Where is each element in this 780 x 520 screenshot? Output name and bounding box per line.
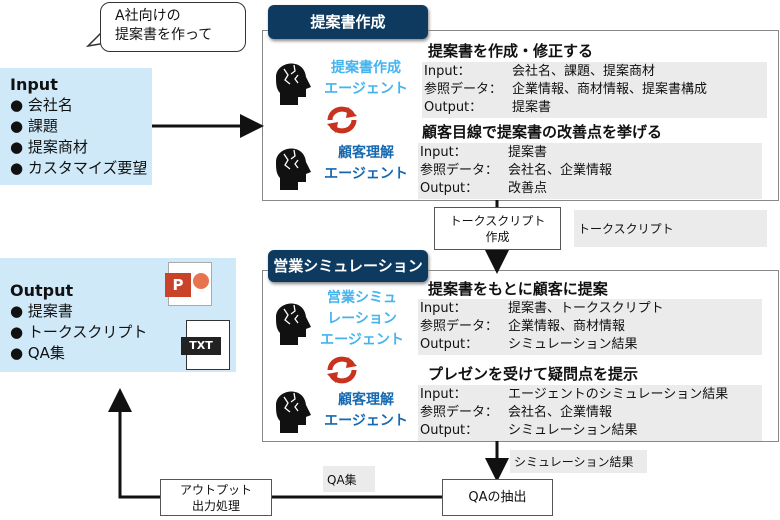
- head-ai-icon: [276, 63, 311, 105]
- task-details: Input：提案書、トークスクリプト 参照データ：企業情報、商材情報 Outpu…: [418, 299, 762, 355]
- sync-icon: [327, 356, 357, 384]
- output-item: ● 提案書: [10, 302, 73, 320]
- txt-file-icon: TXT: [181, 320, 230, 370]
- input-item: ● 提案商材: [10, 138, 88, 156]
- output-processing: アウトプット出力処理: [160, 479, 272, 516]
- section-title: 営業シミュレーション: [268, 250, 428, 282]
- input-item: ● カスタマイズ要望: [10, 159, 148, 177]
- task-heading: 顧客目線で提案書の改善点を挙げる: [422, 123, 663, 141]
- qa-label: QA集: [323, 466, 375, 492]
- talk-script-process: トークスクリプト作成: [434, 207, 561, 250]
- task-details: Input：会社名、課題、提案商材 参照データ：企業情報、商材情報、提案書構成 …: [422, 62, 767, 118]
- input-panel: Input ● 会社名 ● 課題 ● 提案商材 ● カスタマイズ要望: [0, 68, 152, 185]
- input-item: ● 会社名: [10, 96, 73, 114]
- qa-extraction-process: QAの抽出: [442, 479, 553, 516]
- head-ai-icon: [276, 148, 311, 190]
- task-heading: プレゼンを受けて疑問点を提示: [428, 365, 639, 383]
- output-item: ● QA集: [10, 344, 65, 362]
- sales-sim-agent-label: 営業シミュレーションエージェント: [320, 290, 404, 348]
- head-ai-icon: [276, 303, 311, 345]
- output-item: ● トークスクリプト: [10, 323, 148, 341]
- head-ai-icon: [276, 391, 311, 433]
- simulation-result-label: シミュレーション結果: [510, 450, 647, 473]
- section-title: 提案書作成: [268, 5, 428, 39]
- proposal-agent-label: 提案書作成エージェント: [324, 60, 408, 97]
- output-arrow: [108, 388, 160, 499]
- task-heading: 提案書をもとに顧客に提案: [428, 280, 608, 298]
- sync-icon: [327, 106, 357, 134]
- input-item: ● 課題: [10, 117, 58, 135]
- talk-script-label: トークスクリプト: [574, 210, 767, 247]
- task-details: Input：提案書 参照データ：会社名、企業情報 Output：改善点: [418, 143, 762, 199]
- powerpoint-icon: P: [165, 262, 212, 306]
- request-bubble: A社向けの提案書を作って: [100, 2, 246, 52]
- task-details: Input：エージェントのシミュレーション結果 参照データ：会社名、企業情報 O…: [418, 385, 762, 441]
- customer-agent-label: 顧客理解顧客理解エージェント: [324, 145, 408, 182]
- customer-agent-label: 顧客理解エージェント: [324, 392, 408, 429]
- task-heading: 提案書を作成・修正する: [428, 42, 594, 60]
